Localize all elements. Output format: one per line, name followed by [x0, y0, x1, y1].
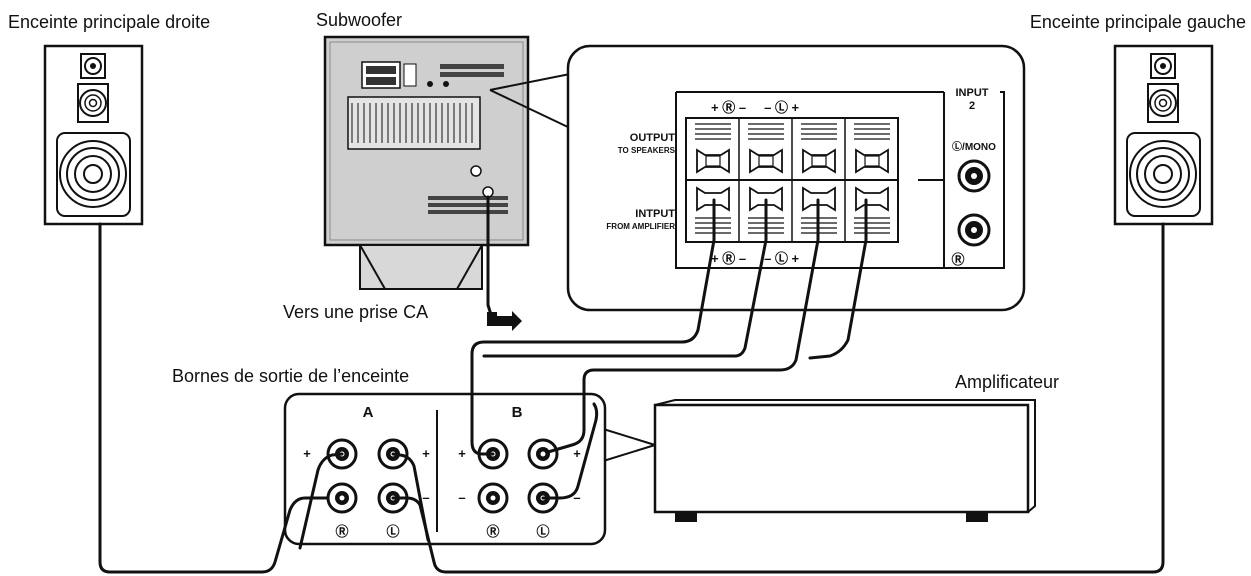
wire-sub-r-minus [482, 198, 768, 358]
top-polarity-markers: + Ⓡ – – Ⓛ + [711, 100, 800, 115]
wire-b-minus-return [541, 402, 599, 500]
mono-label: Ⓛ/MONO [952, 140, 996, 153]
wire-left-speaker-plus [391, 452, 430, 542]
wire-sub-l-minus [546, 198, 820, 454]
subwoofer-label: Subwoofer [316, 10, 402, 30]
output-terminals [695, 123, 890, 174]
right-speaker-label: Enceinte principale droite [8, 12, 210, 32]
left-speaker [1113, 44, 1214, 226]
input2-number: 2 [969, 100, 975, 112]
speaker-terminals-label: Bornes de sortie de l’enceinte [172, 366, 409, 386]
input2-label: INPUT [956, 87, 989, 99]
a-l-label: Ⓛ [386, 524, 399, 539]
ac-outlet-label: Vers une prise CA [283, 302, 428, 322]
wire-right-speaker [98, 222, 330, 574]
amplifier-label: Amplificateur [955, 372, 1059, 392]
bottom-polarity-markers: + Ⓡ – – Ⓛ + [711, 251, 800, 266]
subwoofer [323, 35, 530, 290]
b-minus-left: – [458, 490, 465, 505]
b-r-label: Ⓡ [486, 524, 499, 539]
wire-sub-l-plus [808, 198, 868, 360]
group-b-label: B [512, 404, 523, 421]
wire-right-speaker-plus [298, 452, 344, 550]
terminal-b-r-minus [477, 482, 509, 514]
right-speaker [43, 44, 144, 226]
a-plus-right: + [422, 446, 430, 461]
from-amplifier-label: FROM AMPLIFIER [606, 222, 675, 231]
b-minus-right: – [573, 490, 580, 505]
group-a-label: A [363, 404, 374, 421]
amp-speaker-terminals: A B + – + – Ⓡ Ⓛ + – + – Ⓡ Ⓛ [283, 392, 607, 546]
terminal-a-r-minus [326, 482, 358, 514]
r-jack-label: Ⓡ [951, 252, 964, 267]
subwoofer-panel-zoom: OUTPUT TO SPEAKERS INTPUT FROM AMPLIFIER… [566, 44, 1026, 312]
ac-arrow-icon [487, 311, 522, 331]
callout-wedge [489, 73, 571, 129]
terminal-b-l-plus [527, 438, 559, 470]
b-plus-left: + [458, 446, 466, 461]
a-plus-left: + [303, 446, 311, 461]
wire-left-speaker [391, 222, 1165, 574]
b-l-label: Ⓛ [536, 524, 549, 539]
wire-sub-r-plus [470, 198, 716, 456]
left-speaker-label: Enceinte principale gauche [1030, 12, 1246, 32]
input-terminals [695, 186, 890, 234]
output-label: OUTPUT [630, 132, 676, 144]
a-minus-right: – [422, 490, 429, 505]
to-speakers-label: TO SPEAKERS [618, 146, 676, 155]
input-label: INTPUT [635, 208, 675, 220]
amplifier [599, 399, 1036, 522]
a-r-label: Ⓡ [335, 524, 348, 539]
b-plus-right: + [573, 446, 581, 461]
